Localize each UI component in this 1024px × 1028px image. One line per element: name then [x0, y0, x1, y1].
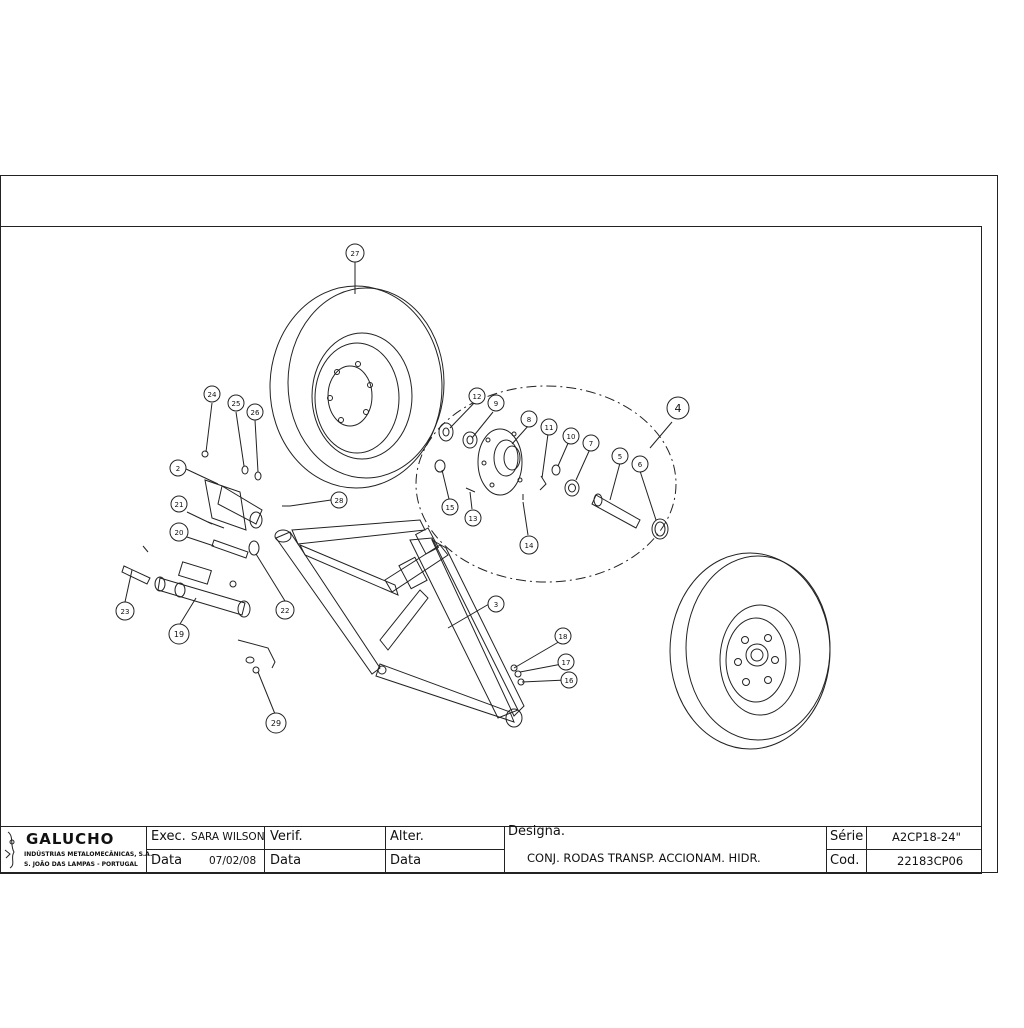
svg-text:25: 25 [232, 400, 241, 408]
subassembly-outline-4 [415, 385, 677, 583]
callout-14: 14 [519, 535, 539, 555]
callout-9: 9 [487, 394, 505, 412]
a-frame-3 [274, 519, 525, 728]
pin-20 [211, 539, 249, 559]
bracket-2 [204, 479, 263, 531]
callout-27: 27 [345, 243, 365, 263]
svg-text:28: 28 [335, 497, 344, 505]
svg-text:15: 15 [446, 504, 455, 512]
svg-text:13: 13 [469, 515, 478, 523]
outer-border [0, 175, 998, 873]
verif-label: Verif. [270, 829, 303, 844]
svg-text:17: 17 [562, 659, 571, 667]
exec-value: SARA WILSON [191, 831, 265, 843]
svg-text:21: 21 [175, 501, 184, 509]
callout-11: 11 [540, 418, 558, 436]
part-callouts: 27 24 25 26 2 21 20 23 19 22 28 3 29 12 … [115, 243, 690, 734]
callout-3: 3 [487, 595, 505, 613]
callout-18: 18 [554, 627, 572, 645]
callout-22: 22 [275, 600, 295, 620]
svg-text:12: 12 [473, 393, 482, 401]
callout-6: 6 [631, 455, 649, 473]
svg-text:18: 18 [559, 633, 568, 641]
data-label: Data [151, 853, 183, 868]
svg-text:23: 23 [121, 608, 130, 616]
alter-data-label: Data [390, 853, 422, 868]
exec-label: Exec. [151, 829, 186, 844]
bolt-24 [201, 450, 209, 458]
svg-text:7: 7 [589, 440, 593, 448]
cod-label: Cod. [830, 853, 860, 868]
svg-text:20: 20 [175, 529, 184, 537]
callout-20: 20 [169, 522, 189, 542]
svg-text:11: 11 [545, 424, 554, 432]
company-line-2: S. JOÃO DAS LAMPAS - PORTUGAL [24, 861, 138, 868]
hub-parts [434, 422, 669, 540]
callout-19: 19 [168, 623, 190, 645]
wheel-tyre-27 [269, 285, 445, 489]
svg-text:19: 19 [174, 630, 184, 639]
callout-12: 12 [468, 387, 486, 405]
company-logo-mark [4, 831, 15, 869]
svg-text:5: 5 [618, 453, 622, 461]
svg-text:2: 2 [176, 465, 180, 473]
hose-29 [237, 639, 276, 669]
hydraulic-cylinder-19 [154, 561, 251, 618]
cod-value: 22183CP06 [897, 854, 964, 868]
svg-text:16: 16 [565, 677, 574, 685]
callout-16: 16 [560, 671, 578, 689]
washer-25 [241, 465, 249, 475]
designation-value: CONJ. RODAS TRANSP. ACCIONAM. HIDR. [527, 851, 761, 865]
callout-4: 4 [666, 396, 690, 420]
svg-text:22: 22 [281, 607, 290, 615]
svg-text:26: 26 [251, 409, 260, 417]
title-block-grid [0, 826, 982, 873]
svg-text:24: 24 [208, 391, 217, 399]
svg-text:14: 14 [525, 542, 534, 550]
designation-label: Designa. [508, 824, 565, 839]
callout-8: 8 [520, 410, 538, 428]
svg-text:27: 27 [351, 250, 360, 258]
serie-value: A2CP18-24" [892, 830, 961, 844]
callout-26: 26 [246, 403, 264, 421]
pin-23 [121, 565, 151, 585]
inner-frame [0, 226, 982, 874]
verif-data-label: Data [270, 853, 302, 868]
svg-text:9: 9 [494, 400, 498, 408]
svg-text:4: 4 [675, 402, 682, 415]
clip-22 [248, 540, 260, 556]
callout-23: 23 [115, 601, 135, 621]
callout-15: 15 [441, 498, 459, 516]
callout-29: 29 [265, 712, 287, 734]
nut-26 [254, 471, 262, 481]
callout-25: 25 [227, 394, 245, 412]
svg-text:8: 8 [527, 416, 531, 424]
svg-text:6: 6 [638, 461, 643, 469]
callout-2: 2 [169, 459, 187, 477]
callout-13: 13 [464, 509, 482, 527]
callout-17: 17 [557, 653, 575, 671]
company-brand: GALUCHO [26, 830, 115, 848]
data-value: 07/02/08 [209, 855, 257, 867]
svg-text:3: 3 [494, 601, 498, 609]
callout-21: 21 [170, 495, 188, 513]
callout-28: 28 [330, 491, 348, 509]
svg-text:10: 10 [567, 433, 576, 441]
callout-7: 7 [582, 434, 600, 452]
serie-label: Série [830, 829, 864, 844]
callout-24: 24 [203, 385, 221, 403]
svg-text:29: 29 [271, 719, 281, 728]
callout-5: 5 [611, 447, 629, 465]
alter-label: Alter. [390, 829, 424, 844]
wheel-assembled-right [669, 552, 831, 750]
callout-10: 10 [562, 427, 580, 445]
company-line-1: INDÚSTRIAS METALOMECÂNICAS, S.A. [24, 851, 153, 858]
